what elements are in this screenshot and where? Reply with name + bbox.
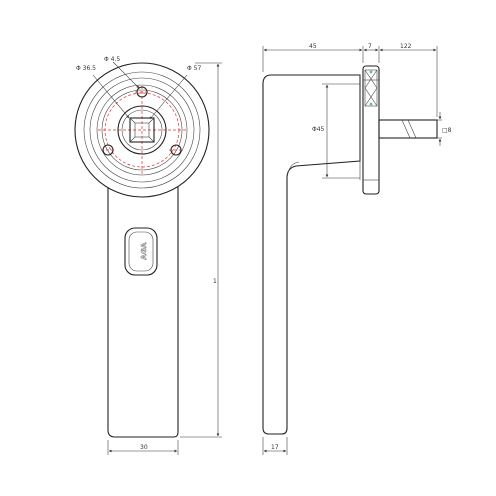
hub-inner [121, 109, 163, 151]
dim-length-label: 45 [309, 43, 317, 50]
dim-spindle-square-label: □8 [442, 127, 452, 134]
rose-ring-2 [89, 77, 195, 183]
inner-leader [92, 74, 130, 119]
rose-ring-3 [96, 84, 188, 176]
spindle-square [129, 117, 155, 143]
dim-inner-label: Φ 36.5 [76, 65, 96, 72]
dim-rose-label: Φ 57 [187, 65, 201, 72]
hub-outer [117, 105, 167, 155]
dim-hole-label: Φ 4.5 [104, 56, 120, 63]
spindle [378, 119, 438, 139]
logo-text: AGA [140, 242, 148, 260]
hole-leader [112, 61, 140, 89]
dim-height-label: 1 [213, 278, 217, 285]
rose-ring-4 [101, 89, 183, 171]
bearing-detail [364, 69, 378, 107]
rose-side [362, 65, 380, 195]
logo-badge [124, 227, 158, 276]
dim-spindle-length-label: 122 [400, 43, 412, 50]
rose-leader [149, 74, 188, 120]
lever-body [107, 175, 179, 438]
dim-rose-thickness-label: 7 [368, 43, 372, 50]
screw-hole-right [169, 144, 183, 156]
screw-hole-left [101, 144, 115, 156]
side-view: □8 45 7 122 Φ45 17 [262, 43, 452, 455]
dim-handle-height-label: Φ45 [312, 126, 325, 133]
lever-profile [262, 74, 361, 435]
dim-thickness-label: 17 [271, 444, 279, 451]
rose-outer [74, 62, 210, 198]
front-view: AGA Φ 4.5 Φ 36.5 Φ 57 1 30 [74, 56, 222, 455]
dim-width-label: 30 [140, 444, 148, 451]
spindle-square-inner [134, 122, 150, 138]
screw-hole-top [135, 86, 149, 98]
rose-ring-1 [83, 71, 201, 189]
